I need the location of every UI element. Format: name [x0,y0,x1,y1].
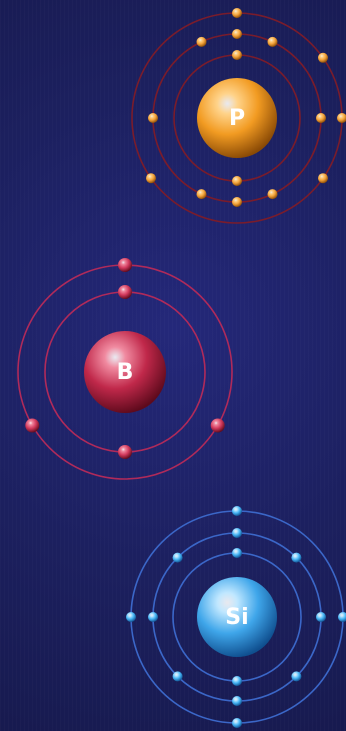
silicon-electron [291,671,302,682]
silicon-symbol: Si [225,605,248,630]
phosphorus-electron [232,50,242,60]
phosphorus-electrons [146,8,346,207]
phosphorus-electron [232,29,242,39]
silicon-nucleus [197,577,277,657]
silicon-atom: Si [126,506,346,728]
silicon-electron [232,718,242,728]
silicon-electrons [126,506,346,728]
phosphorus-electron [196,36,207,47]
boron-atom: B [17,258,233,480]
phosphorus-electron [337,113,346,123]
silicon-electron [232,506,242,516]
silicon-electron [232,676,242,686]
silicon-electron [232,696,242,706]
boron-electron [118,258,132,272]
phosphorus-electron [316,113,326,123]
silicon-electron [338,612,346,622]
silicon-electron [232,528,242,538]
phosphorus-nucleus [197,78,277,158]
silicon-electron [148,612,158,622]
phosphorus-electron [318,173,328,184]
phosphorus-electron [232,8,242,18]
phosphorus-electron [232,197,242,207]
boron-electron [118,285,132,299]
phosphorus-electron [232,176,242,186]
phosphorus-electron [318,52,328,63]
boron-symbol: B [117,360,134,385]
boron-nucleus [84,331,166,413]
phosphorus-electron [146,173,156,184]
silicon-electron [232,548,242,558]
phosphorus-electron [196,189,207,200]
phosphorus-electron [267,36,278,47]
silicon-electron [172,671,183,682]
phosphorus-atom: P [131,8,346,224]
boron-electron [210,418,225,433]
silicon-electron [316,612,326,622]
phosphorus-symbol: P [229,106,245,131]
phosphorus-electron [148,113,158,123]
silicon-electron [172,552,183,563]
boron-electrons [25,258,225,459]
silicon-electron [126,612,136,622]
boron-electron [25,418,40,433]
silicon-electron [291,552,302,563]
boron-electron [118,445,132,459]
phosphorus-electron [267,189,278,200]
